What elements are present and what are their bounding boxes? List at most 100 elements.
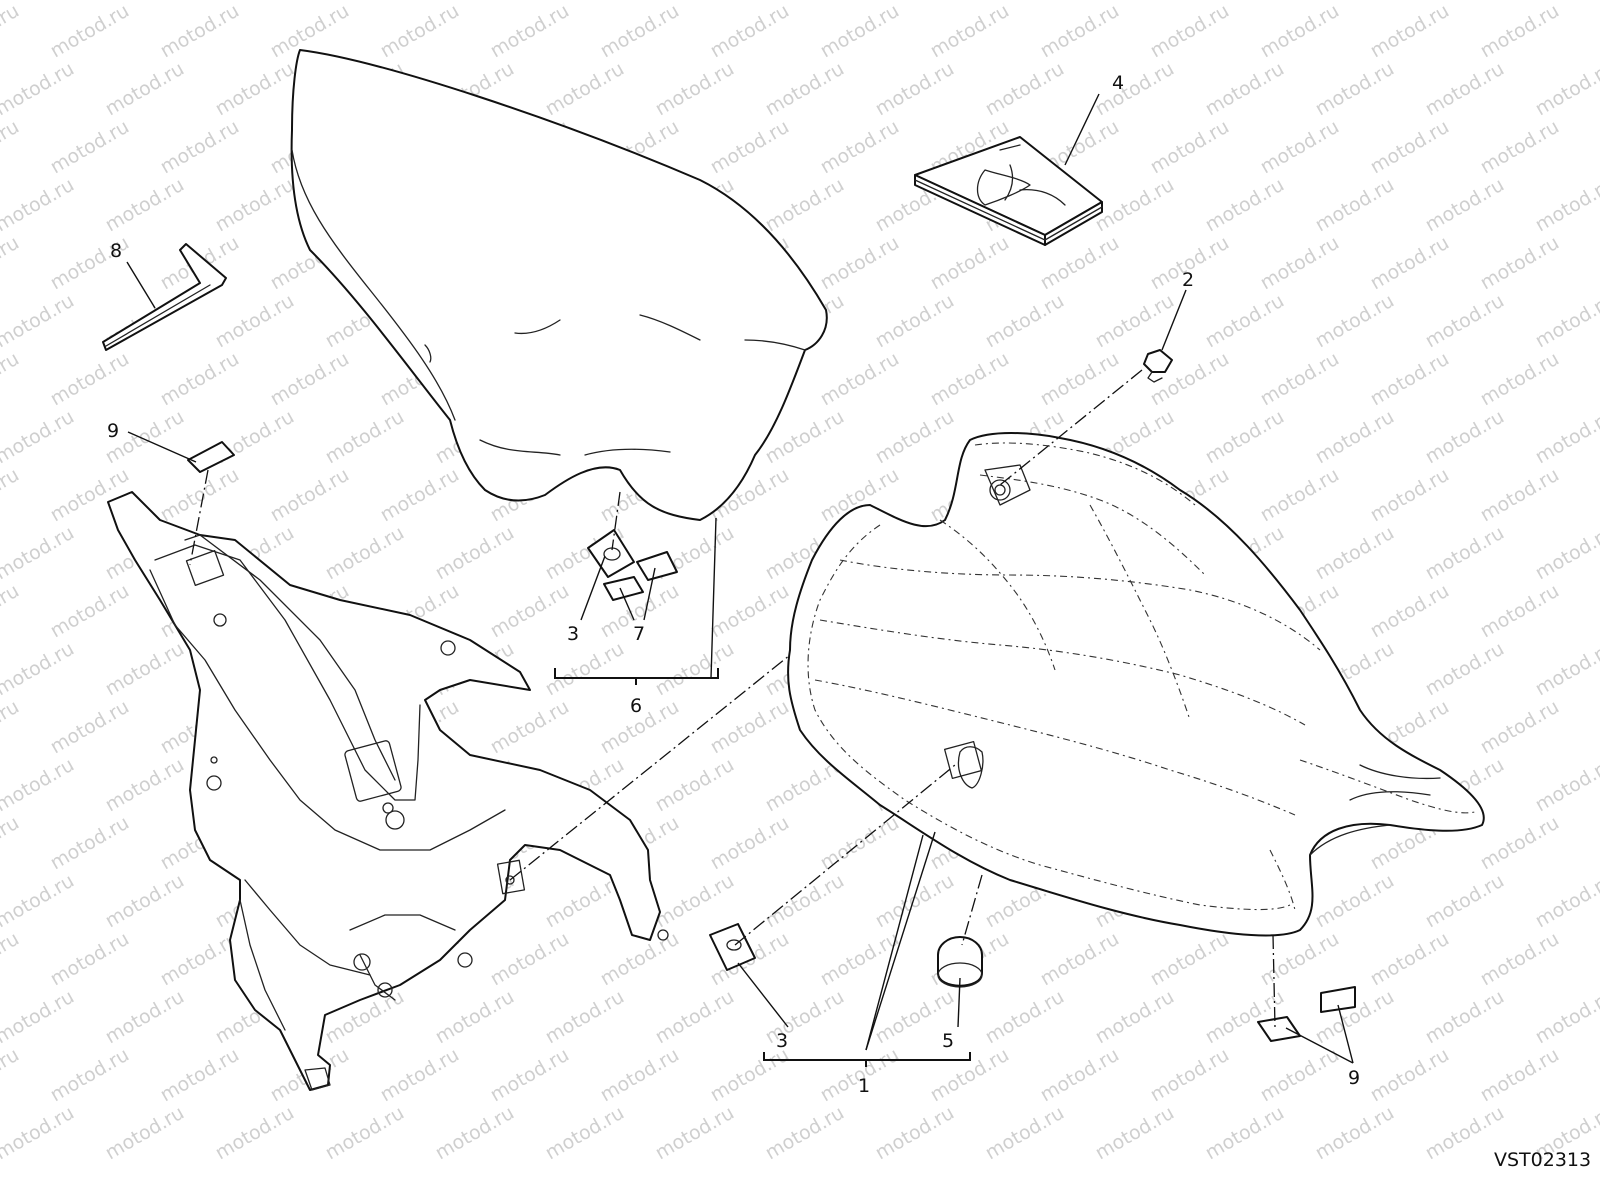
watermark-text: motod.ru: [707, 696, 793, 759]
watermark-text: motod.ru: [102, 754, 188, 817]
watermark-text: motod.ru: [0, 58, 78, 121]
watermark-text: motod.ru: [1202, 58, 1288, 121]
watermark-text: motod.ru: [322, 406, 408, 469]
watermark-text: motod.ru: [707, 116, 793, 179]
watermark-text: motod.ru: [47, 1044, 133, 1107]
callout-4: 4: [1112, 72, 1124, 94]
watermark-text: motod.ru: [0, 696, 23, 759]
watermark-text: motod.ru: [1312, 406, 1398, 469]
watermark-text: motod.ru: [157, 348, 243, 411]
watermark-text: motod.ru: [1532, 638, 1600, 701]
watermark-text: motod.ru: [927, 0, 1013, 62]
watermark-text: motod.ru: [652, 638, 738, 701]
watermark-text: motod.ru: [872, 290, 958, 353]
watermark-text: motod.ru: [1312, 1102, 1398, 1165]
watermark-text: motod.ru: [322, 522, 408, 585]
watermark-text: motod.ru: [1312, 58, 1398, 121]
watermark-text: motod.ru: [47, 928, 133, 991]
watermark-text: motod.ru: [157, 464, 243, 527]
watermark-text: motod.ru: [0, 232, 23, 295]
watermark-text: motod.ru: [817, 348, 903, 411]
watermark-text: motod.ru: [212, 290, 298, 353]
callout-9-upper: 9: [107, 420, 119, 442]
watermark-text: motod.ru: [1477, 0, 1563, 62]
watermark-text: motod.ru: [0, 870, 78, 933]
watermark-text: motod.ru: [487, 696, 573, 759]
watermark-text: motod.ru: [0, 638, 78, 701]
watermark-text: motod.ru: [102, 58, 188, 121]
watermark-text: motod.ru: [0, 348, 23, 411]
watermark-text: motod.ru: [47, 696, 133, 759]
watermark-text: motod.ru: [1257, 464, 1343, 527]
watermark-text: motod.ru: [1477, 812, 1563, 875]
watermark-text: motod.ru: [1422, 406, 1508, 469]
watermark-text: motod.ru: [102, 1102, 188, 1165]
bolt-part: [1143, 349, 1173, 383]
watermark-text: motod.ru: [1477, 1044, 1563, 1107]
watermark-text: motod.ru: [1477, 348, 1563, 411]
watermark-text: motod.ru: [1092, 174, 1178, 237]
owners-manual-part: [914, 136, 1103, 246]
watermark-text: motod.ru: [1532, 290, 1600, 353]
callout-9-lower: 9: [1348, 1067, 1360, 1089]
watermark-text: motod.ru: [432, 1102, 518, 1165]
watermark-text: motod.ru: [0, 1102, 78, 1165]
watermark-text: motod.ru: [762, 986, 848, 1049]
watermark-text: motod.ru: [762, 870, 848, 933]
watermark-text: motod.ru: [762, 1102, 848, 1165]
watermark-text: motod.ru: [1422, 290, 1508, 353]
watermark-text: motod.ru: [0, 174, 78, 237]
watermark-text: motod.ru: [487, 1044, 573, 1107]
watermark-text: motod.ru: [487, 0, 573, 62]
watermark-text: motod.ru: [0, 928, 23, 991]
watermark-text: motod.ru: [0, 1044, 23, 1107]
watermark-text: motod.ru: [542, 58, 628, 121]
watermark-text: motod.ru: [762, 58, 848, 121]
watermark-text: motod.ru: [1312, 870, 1398, 933]
watermark-text: motod.ru: [47, 580, 133, 643]
callout-6: 6: [630, 695, 642, 717]
watermark-text: motod.ru: [1147, 116, 1233, 179]
watermark-text: motod.ru: [322, 1102, 408, 1165]
watermark-text: motod.ru: [1477, 232, 1563, 295]
watermark-text: motod.ru: [212, 1102, 298, 1165]
watermark-text: motod.ru: [1422, 522, 1508, 585]
watermark-text: motod.ru: [102, 870, 188, 933]
watermark-text: motod.ru: [1257, 348, 1343, 411]
watermark-text: motod.ru: [1202, 406, 1288, 469]
watermark-text: motod.ru: [542, 1102, 628, 1165]
watermark-text: motod.ru: [1202, 174, 1288, 237]
watermark-text: motod.ru: [47, 116, 133, 179]
watermark-text: motod.ru: [1532, 522, 1600, 585]
watermark-text: motod.ru: [1367, 464, 1453, 527]
watermark-text: motod.ru: [1092, 58, 1178, 121]
watermark-text: motod.ru: [982, 58, 1068, 121]
rear-frame-part: [107, 491, 669, 1091]
watermark-text: motod.ru: [1037, 348, 1123, 411]
watermark-text: motod.ru: [1477, 696, 1563, 759]
watermark-text: motod.ru: [487, 580, 573, 643]
watermark-text: motod.ru: [597, 1044, 683, 1107]
watermark-text: motod.ru: [1477, 464, 1563, 527]
watermark-text: motod.ru: [267, 348, 353, 411]
watermark-text: motod.ru: [0, 0, 23, 62]
watermark-text: motod.ru: [982, 986, 1068, 1049]
watermark-text: motod.ru: [872, 58, 958, 121]
watermark-text: motod.ru: [1312, 174, 1398, 237]
watermark-text: motod.ru: [1367, 116, 1453, 179]
watermark-text: motod.ru: [432, 986, 518, 1049]
watermark-text: motod.ru: [817, 232, 903, 295]
watermark-text: motod.ru: [927, 232, 1013, 295]
watermark-text: motod.ru: [982, 290, 1068, 353]
watermark-text: motod.ru: [212, 174, 298, 237]
watermark-text: motod.ru: [872, 870, 958, 933]
callout-3-upper: 3: [567, 623, 579, 645]
watermark-text: motod.ru: [0, 812, 23, 875]
watermark-text: motod.ru: [102, 986, 188, 1049]
callout-1: 1: [858, 1075, 870, 1097]
watermark-text: motod.ru: [1422, 638, 1508, 701]
watermark-text: motod.ru: [1312, 522, 1398, 585]
callout-8: 8: [110, 240, 122, 262]
watermark-text: motod.ru: [1367, 0, 1453, 62]
watermark-text: motod.ru: [817, 116, 903, 179]
